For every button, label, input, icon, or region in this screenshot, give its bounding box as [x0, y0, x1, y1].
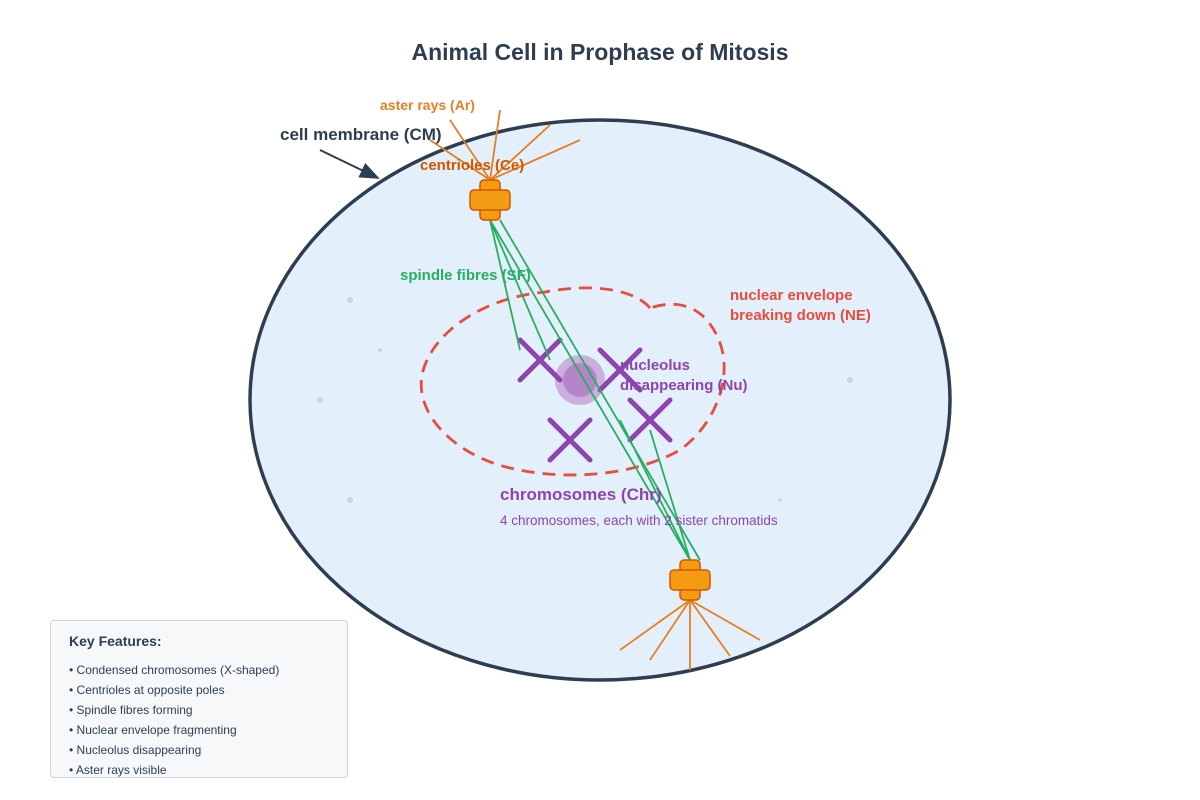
- aster-rays-top: [429, 109, 581, 181]
- label-nuclear-envelope-2: breaking down (NE): [730, 307, 871, 324]
- key-features-box: Key Features: Condensed chromosomes (X-s…: [50, 620, 348, 778]
- chromosome: [517, 337, 563, 383]
- key-features-title: Key Features:: [69, 633, 162, 649]
- label-nucleolus: nucleolus: [620, 357, 690, 374]
- key-feature-item: Condensed chromosomes (X-shaped): [69, 660, 329, 680]
- membrane-arrow: [319, 149, 380, 179]
- aster-rays-bottom: [619, 599, 761, 670]
- cytoplasm-specks: [317, 297, 853, 503]
- cell-membrane: [248, 118, 952, 682]
- label-chromosomes: chromosomes (Chr): [500, 485, 662, 504]
- chromosome: [547, 417, 593, 463]
- label-centrioles: centrioles (Ce): [420, 157, 524, 174]
- diagram-title: Animal Cell in Prophase of Mitosis: [411, 39, 788, 65]
- key-feature-item: Spindle fibres forming: [69, 700, 329, 720]
- chromosome: [627, 397, 673, 443]
- label-spindle-fibres: spindle fibres (SF): [400, 267, 531, 284]
- key-feature-item: Aster rays visible: [69, 760, 329, 780]
- spindle-fibres: [489, 219, 701, 561]
- key-feature-item: Nuclear envelope fragmenting: [69, 720, 329, 740]
- centriole-bottom: [669, 559, 711, 601]
- centriole-top: [469, 179, 511, 221]
- key-feature-item: Nucleolus disappearing: [69, 740, 329, 760]
- label-chromosomes-note: 4 chromosomes, each with 2 sister chroma…: [500, 513, 778, 528]
- label-aster-rays: aster rays (Ar): [380, 97, 475, 113]
- chromosome: [597, 347, 643, 393]
- label-nuclear-envelope: nuclear envelope: [730, 287, 853, 304]
- label-cell-membrane: cell membrane (CM): [280, 125, 442, 144]
- key-features-list: Condensed chromosomes (X-shaped) Centrio…: [69, 660, 329, 780]
- label-nucleolus-2: disappearing (Nu): [620, 377, 748, 394]
- key-feature-item: Centrioles at opposite poles: [69, 680, 329, 700]
